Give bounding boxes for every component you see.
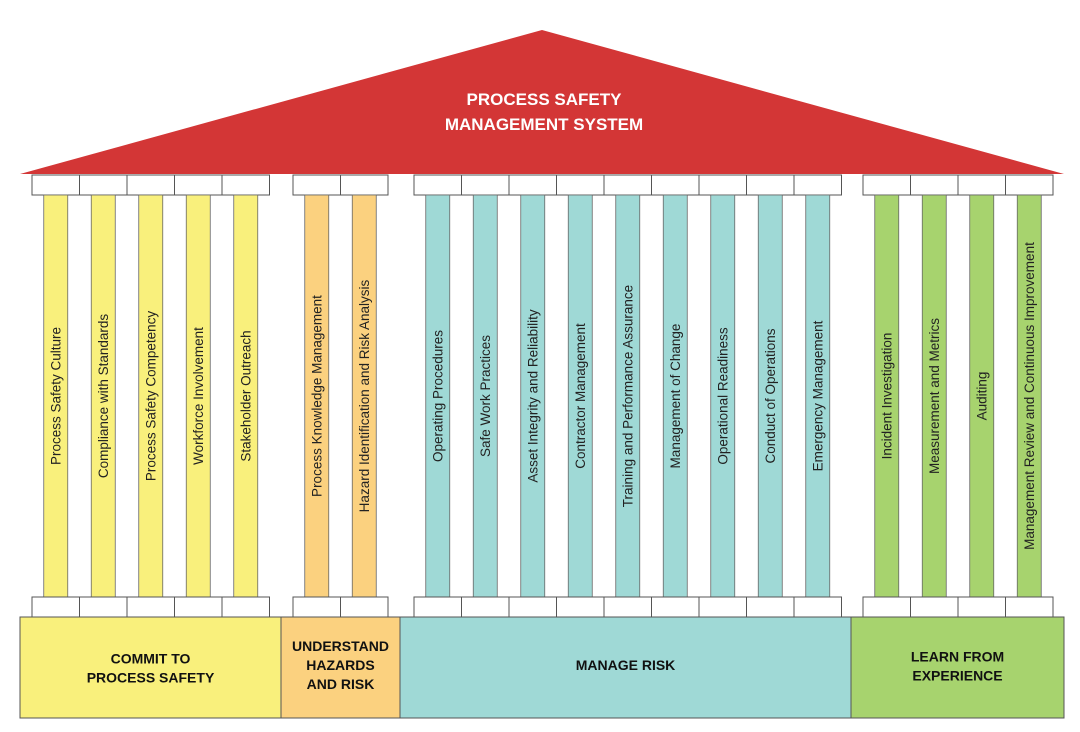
capital-measurement-and-metrics bbox=[910, 174, 959, 196]
pillar-label-process-safety-competency: Process Safety Competency bbox=[143, 311, 158, 482]
pillar-contractor-management bbox=[567, 194, 593, 598]
capital-process-safety-competency bbox=[126, 174, 175, 196]
pillar-label-hazard-identification-and-risk-analysis: Hazard Identification and Risk Analysis bbox=[357, 279, 372, 512]
foundation-manage bbox=[399, 616, 852, 719]
capital-safe-work-practices bbox=[461, 174, 510, 196]
base-conduct-of-operations bbox=[746, 596, 795, 618]
pillar-asset-integrity-and-reliability bbox=[520, 194, 546, 598]
pillar-process-knowledge-management bbox=[304, 194, 330, 598]
base-operating-procedures bbox=[413, 596, 462, 618]
capital-contractor-management bbox=[556, 174, 605, 196]
pillar-stakeholder-outreach bbox=[233, 194, 259, 598]
pillar-label-stakeholder-outreach: Stakeholder Outreach bbox=[238, 330, 253, 461]
base-process-safety-competency bbox=[126, 596, 175, 618]
pillar-label-incident-investigation: Incident Investigation bbox=[879, 333, 894, 460]
roof-title-line-2: MANAGEMENT SYSTEM bbox=[445, 115, 643, 134]
base-auditing bbox=[957, 596, 1006, 618]
temple-body: COMMIT TO PROCESS SAFETY Process Safety Cu… bbox=[19, 174, 1065, 719]
foundation-label-commit-line-2: PROCESS SAFETY bbox=[87, 670, 215, 686]
base-asset-integrity-and-reliability bbox=[508, 596, 557, 618]
pillar-auditing bbox=[969, 194, 995, 598]
capital-process-safety-culture bbox=[31, 174, 80, 196]
pillar-operating-procedures bbox=[425, 194, 451, 598]
capital-hazard-identification-and-risk-analysis bbox=[340, 174, 389, 196]
roof-title-line-1: PROCESS SAFETY bbox=[467, 90, 623, 109]
capital-conduct-of-operations bbox=[746, 174, 795, 196]
base-incident-investigation bbox=[862, 596, 911, 618]
pillar-label-compliance-with-standards: Compliance with Standards bbox=[96, 314, 111, 479]
pillar-label-management-of-change: Management of Change bbox=[668, 324, 683, 469]
pillar-label-process-safety-culture: Process Safety Culture bbox=[48, 327, 63, 465]
base-process-knowledge-management bbox=[292, 596, 341, 618]
base-management-review-and-continuous-improvement bbox=[1005, 596, 1054, 618]
pillar-training-and-performance-assurance bbox=[615, 194, 641, 598]
capital-process-knowledge-management bbox=[292, 174, 341, 196]
foundation-understand bbox=[280, 616, 401, 719]
pillar-label-conduct-of-operations: Conduct of Operations bbox=[763, 328, 778, 463]
pillar-emergency-management bbox=[805, 194, 831, 598]
pillar-workforce-involvement bbox=[185, 194, 211, 598]
pillar-hazard-identification-and-risk-analysis bbox=[351, 194, 377, 598]
pillar-label-operational-readiness: Operational Readiness bbox=[715, 327, 730, 465]
foundation-label-understand-line-1: UNDERSTAND bbox=[292, 638, 389, 654]
pillar-label-workforce-involvement: Workforce Involvement bbox=[191, 327, 206, 465]
pillar-management-of-change bbox=[662, 194, 688, 598]
base-operational-readiness bbox=[698, 596, 747, 618]
pillar-label-asset-integrity-and-reliability: Asset Integrity and Reliability bbox=[525, 309, 540, 483]
pillar-label-process-knowledge-management: Process Knowledge Management bbox=[309, 295, 324, 497]
foundation-label-manage-line-1: MANAGE RISK bbox=[576, 657, 676, 673]
base-management-of-change bbox=[651, 596, 700, 618]
base-workforce-involvement bbox=[174, 596, 223, 618]
roof bbox=[20, 30, 1064, 174]
pillar-label-safe-work-practices: Safe Work Practices bbox=[478, 335, 493, 457]
pillar-safe-work-practices bbox=[472, 194, 498, 598]
base-contractor-management bbox=[556, 596, 605, 618]
foundation-commit bbox=[19, 616, 282, 719]
capital-auditing bbox=[957, 174, 1006, 196]
capital-incident-investigation bbox=[862, 174, 911, 196]
base-emergency-management bbox=[793, 596, 842, 618]
capital-stakeholder-outreach bbox=[221, 174, 270, 196]
base-safe-work-practices bbox=[461, 596, 510, 618]
capital-asset-integrity-and-reliability bbox=[508, 174, 557, 196]
capital-workforce-involvement bbox=[174, 174, 223, 196]
capital-compliance-with-standards bbox=[79, 174, 128, 196]
pillar-label-management-review-and-continuous-improvement: Management Review and Continuous Improve… bbox=[1022, 242, 1037, 550]
base-process-safety-culture bbox=[31, 596, 80, 618]
base-training-and-performance-assurance bbox=[603, 596, 652, 618]
capital-management-review-and-continuous-improvement bbox=[1005, 174, 1054, 196]
foundation-label-understand-line-3: AND RISK bbox=[307, 676, 375, 692]
base-stakeholder-outreach bbox=[221, 596, 270, 618]
foundation-label-understand-line-2: HAZARDS bbox=[306, 657, 374, 673]
capital-emergency-management bbox=[793, 174, 842, 196]
base-hazard-identification-and-risk-analysis bbox=[340, 596, 389, 618]
foundation-learn bbox=[850, 616, 1065, 719]
pillar-label-emergency-management: Emergency Management bbox=[810, 320, 825, 471]
pillar-label-auditing: Auditing bbox=[974, 372, 989, 421]
foundation-label-learn-line-1: LEARN FROM bbox=[911, 649, 1004, 665]
base-compliance-with-standards bbox=[79, 596, 128, 618]
base-measurement-and-metrics bbox=[910, 596, 959, 618]
capital-operating-procedures bbox=[413, 174, 462, 196]
pillar-label-training-and-performance-assurance: Training and Performance Assurance bbox=[620, 285, 635, 507]
foundation-label-commit-line-1: COMMIT TO bbox=[111, 651, 191, 667]
pillar-label-measurement-and-metrics: Measurement and Metrics bbox=[927, 318, 942, 474]
capital-operational-readiness bbox=[698, 174, 747, 196]
foundation-label-learn-line-2: EXPERIENCE bbox=[912, 668, 1002, 684]
capital-training-and-performance-assurance bbox=[603, 174, 652, 196]
pillar-label-contractor-management: Contractor Management bbox=[573, 323, 588, 469]
pillar-label-operating-procedures: Operating Procedures bbox=[430, 330, 445, 462]
capital-management-of-change bbox=[651, 174, 700, 196]
pillar-compliance-with-standards bbox=[90, 194, 116, 598]
